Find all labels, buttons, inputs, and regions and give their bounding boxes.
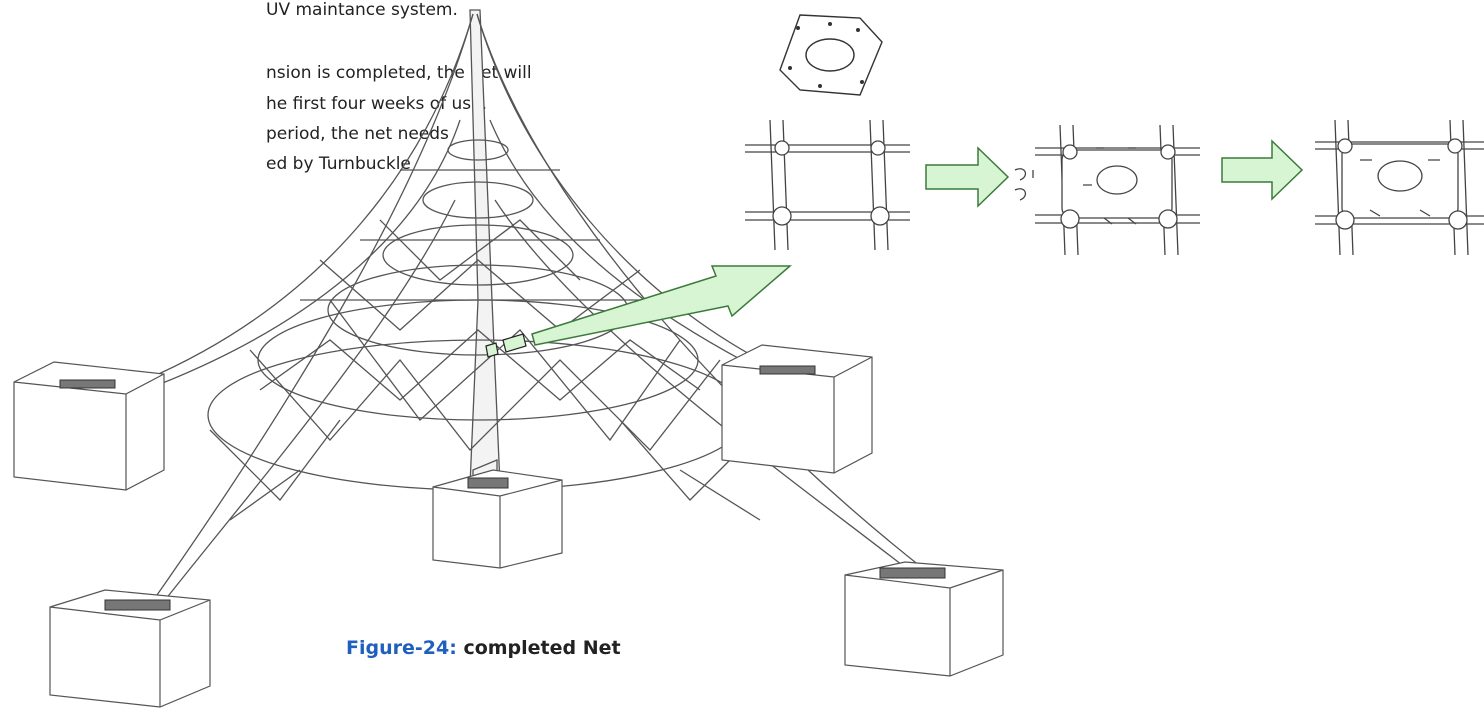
detail-callout <box>485 265 793 358</box>
right-arrow-icon <box>1221 139 1304 201</box>
rope-net <box>144 9 926 606</box>
intro-line-5: ed by Turnbuckle <box>266 154 411 174</box>
concrete-block-center <box>432 469 563 569</box>
concrete-block-front-right <box>844 561 1004 677</box>
detail-step-1 <box>745 119 910 251</box>
concrete-block-front-left <box>49 589 211 708</box>
intro-line-1: UV maintance system. <box>266 0 458 20</box>
mounting-plate-icon <box>779 14 883 96</box>
concrete-block-right <box>721 344 873 474</box>
intro-line-2: nsion is completed, the net will <box>266 63 532 83</box>
figure-caption: Figure-24: completed Net <box>346 637 621 659</box>
figure-label: Figure-24: <box>346 637 457 659</box>
intro-line-3: he first four weeks of use. <box>266 94 488 114</box>
figure-title: completed Net <box>463 637 621 659</box>
pointer-arrow-icon <box>531 265 793 346</box>
detail-step-2 <box>1014 124 1200 256</box>
concrete-block-left <box>13 361 165 491</box>
intro-line-4: period, the net needs <box>266 124 449 144</box>
detail-step-3 <box>1315 119 1484 256</box>
right-arrow-icon <box>925 146 1010 208</box>
